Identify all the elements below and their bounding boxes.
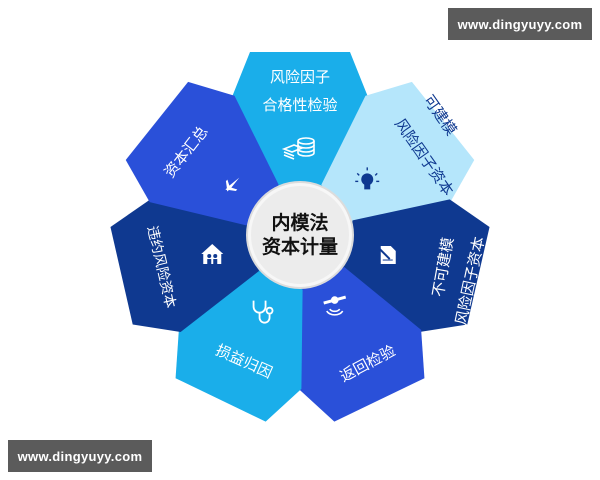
watermark-top: www.dingyuyy.com (448, 8, 592, 40)
petal-upper-right (295, 67, 486, 259)
watermark-bottom: www.dingyuyy.com (8, 440, 152, 472)
document-pen-icon (379, 246, 396, 265)
petal-top (232, 52, 368, 187)
lightbulb-icon (355, 167, 380, 190)
petal-right (331, 179, 494, 343)
satellite-icon (323, 295, 347, 316)
petal-top-band-label: 合格性检验 (262, 96, 337, 114)
center-title: 内模法 资本计量 (248, 183, 352, 287)
center-title-line1: 内模法 (271, 212, 329, 234)
petal-top-outer-label: 风险因子 (270, 68, 330, 86)
house-family-icon (201, 244, 224, 265)
coins-money-icon (281, 137, 315, 160)
center-title-line2: 资本计量 (261, 236, 338, 258)
airplane-icon (225, 177, 240, 192)
petal-left (106, 179, 269, 343)
stethoscope-icon (252, 300, 274, 324)
